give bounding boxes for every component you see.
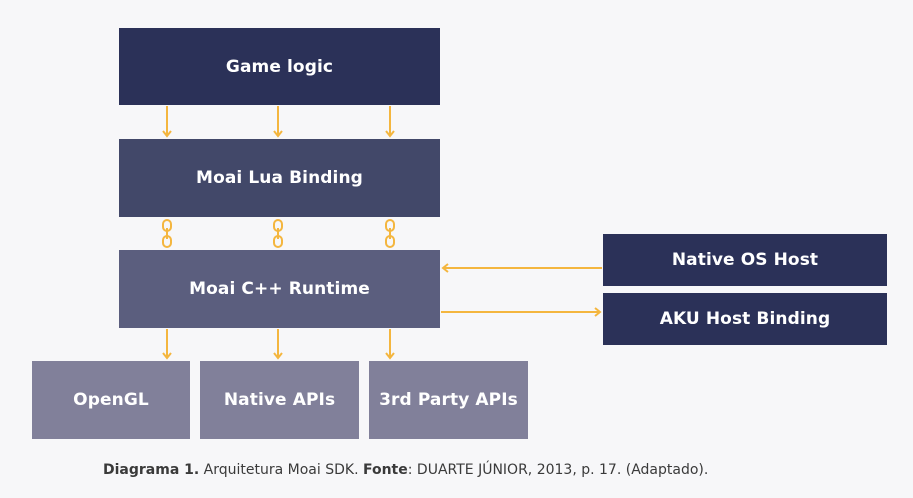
link-chain-1 — [162, 219, 172, 248]
diagram-caption: Diagrama 1. Arquitetura Moai SDK. Fonte:… — [0, 462, 913, 478]
opengl-box: OpenGL — [32, 361, 190, 439]
link-chain-3 — [385, 219, 395, 248]
native-apis-box: Native APIs — [200, 361, 359, 439]
native-apis-label: Native APIs — [223, 390, 336, 410]
caption-source-text: : DUARTE JÚNIOR, 2013, p. 17. (Adaptado)… — [407, 462, 709, 478]
caption-label: Diagrama 1. — [103, 462, 200, 478]
moai-cpp-runtime-box: Moai C++ Runtime — [119, 250, 440, 328]
third-party-apis-label: 3rd Party APIs — [379, 390, 518, 410]
opengl-label: OpenGL — [73, 390, 149, 410]
game-logic-label: Game logic — [225, 56, 334, 77]
moai-lua-binding-box: Moai Lua Binding — [119, 139, 440, 217]
game-logic-box: Game logic — [119, 28, 440, 105]
moai-lua-binding-label: Moai Lua Binding — [196, 168, 363, 188]
caption-text: Arquitetura Moai SDK. — [199, 462, 363, 478]
link-chain-2 — [273, 219, 283, 248]
aku-host-binding-label: AKU Host Binding — [659, 309, 831, 329]
caption-source-label: Fonte — [362, 462, 408, 478]
aku-host-binding-box: AKU Host Binding — [603, 293, 887, 345]
native-os-host-box: Native OS Host — [603, 234, 887, 286]
native-os-host-label: Native OS Host — [671, 250, 819, 270]
third-party-apis-box: 3rd Party APIs — [369, 361, 528, 439]
moai-cpp-runtime-label: Moai C++ Runtime — [189, 279, 370, 299]
